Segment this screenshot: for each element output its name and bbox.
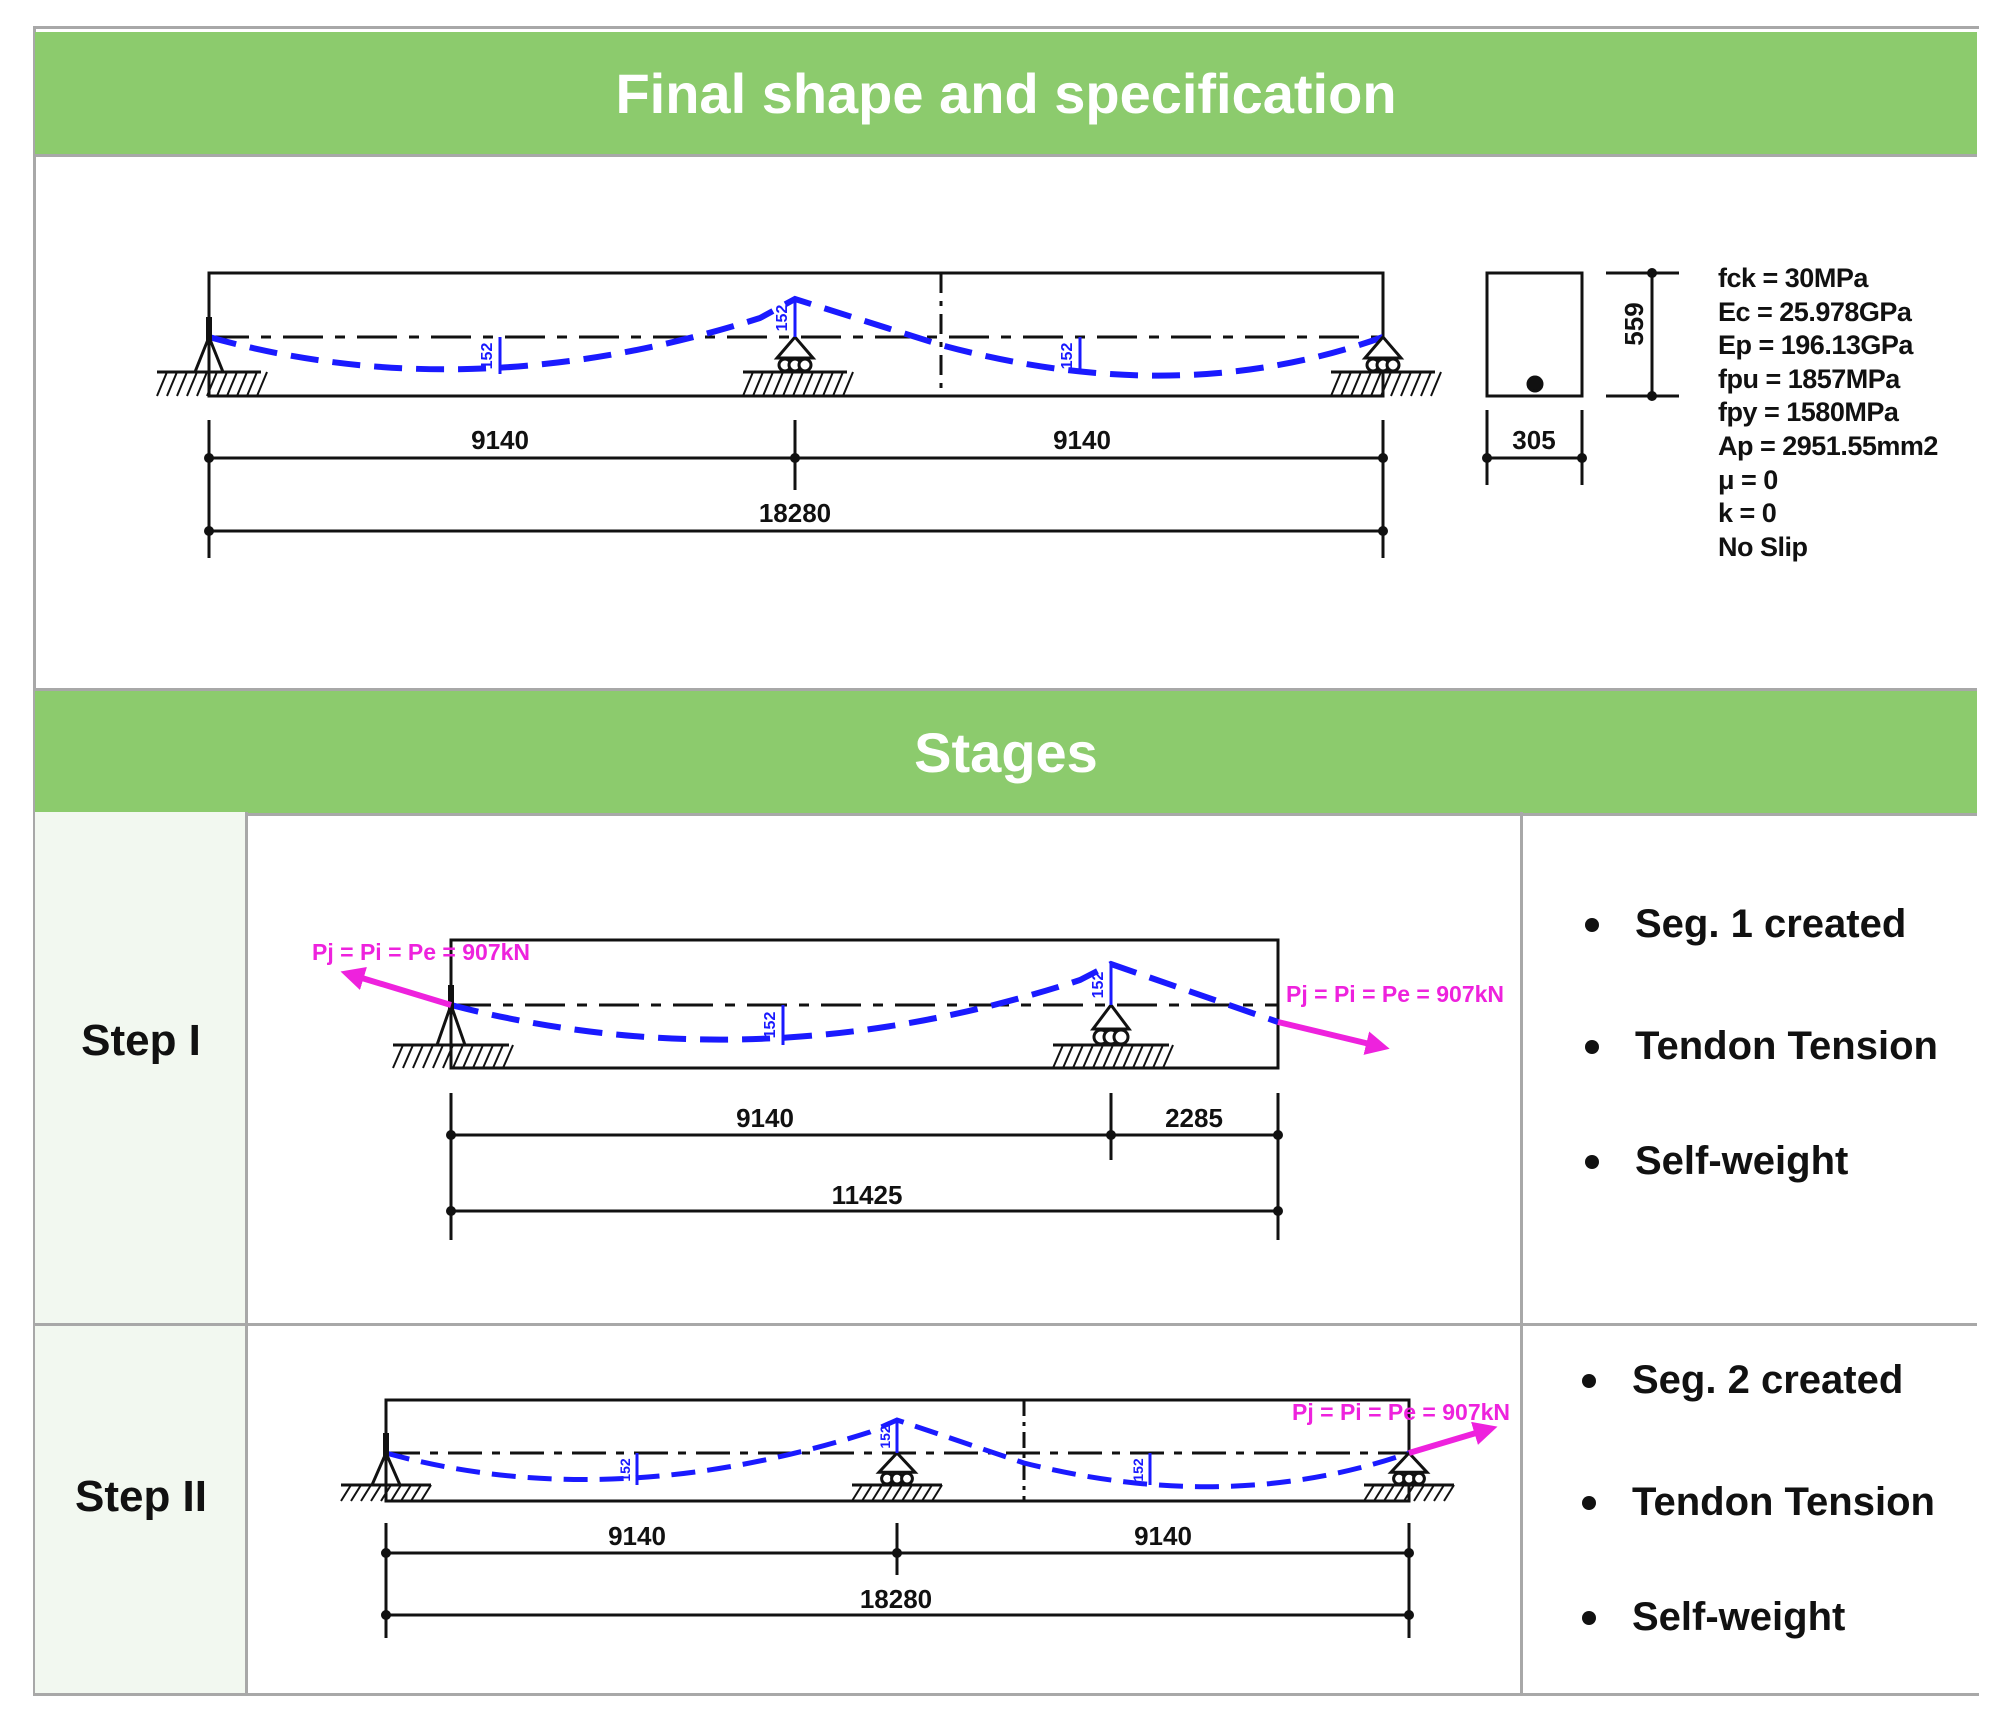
roller-support-icon [742,334,854,397]
step2-label-cell [35,1323,248,1693]
step1-item-label: Tendon Tension [1635,1024,1938,1068]
dim-span2: 2285 [1165,1103,1223,1133]
force-label-right: Pj = Pi = Pe = 907kN [1286,981,1504,1007]
step2-label: Step II [74,1472,208,1521]
bullet-icon [1582,1495,1596,1510]
step1-item: Tendon Tension [1585,1024,1938,1069]
spec-fpu: fpu = 1857MPa [1718,363,1900,394]
supports [340,1433,1455,1502]
eccentricity-label: 152 [479,343,496,370]
step2-item-label: Self-weight [1632,1595,1846,1639]
tendon-profile [385,1417,1410,1490]
force-label-right: Pj = Pi = Pe = 907kN [1292,1399,1510,1425]
force-arrow-right [1277,1019,1390,1055]
eccentricity-label: 152 [1090,972,1107,999]
step2-beam-diagram [340,1398,1498,1638]
step2-item: Self-weight [1582,1595,1846,1640]
dim-span2: 9140 [1053,425,1111,455]
dim-span1: 9140 [736,1103,794,1133]
dim-total: 11425 [832,1180,903,1210]
eccentricity-label: 152 [877,1425,893,1449]
spec-ep: Ep = 196.13GPa [1718,330,1913,361]
page-frame [33,26,1979,1696]
dim-span1: 9140 [471,425,529,455]
roller-support-icon [1363,1450,1455,1502]
pin-support-icon [340,1433,432,1502]
stages-header: Stages [35,688,1977,816]
spec-fck: fck = 30MPa [1718,263,1868,293]
dim-span1: 9140 [608,1521,666,1551]
tendon-profile [208,295,1385,379]
dimension-lines [204,420,1388,558]
eccentricity-label: 152 [1130,1458,1146,1482]
roller-support-icon [1052,1002,1174,1069]
eccentricity-markers [498,299,1082,374]
step2-item: Tendon Tension [1582,1480,1935,1525]
column-divider [1520,812,1523,1693]
force-arrow-right [1408,1421,1498,1456]
dim-span2: 9140 [1134,1521,1192,1551]
roller-support-icon [851,1450,943,1502]
spec-mu: μ = 0 [1718,464,1778,495]
bullet-icon [1585,917,1599,932]
supports [156,317,1442,397]
pin-support-icon [392,985,514,1069]
stages-title: Stages [914,720,1098,784]
step1-label: Step I [81,1016,201,1065]
final-shape-title: Final shape and specification [615,61,1397,125]
eccentricity-label: 152 [774,305,791,332]
step1-item: Seg. 1 created [1585,902,1907,947]
dim-total: 18280 [759,498,831,528]
section-width: 305 [1512,425,1555,455]
spec-ec: Ec = 25.978GPa [1718,296,1912,327]
spec-fpy: fpy = 1580MPa [1718,397,1899,428]
step2-item-label: Seg. 2 created [1632,1358,1904,1402]
step2-item: Seg. 2 created [1582,1358,1904,1403]
bullet-icon [1582,1610,1596,1625]
final-beam-diagram [156,271,1442,558]
bullet-icon [1585,1154,1599,1169]
bullet-icon [1585,1039,1599,1054]
tendon-dot [1526,375,1544,393]
dimension-lines [381,1523,1414,1638]
dim-total: 18280 [860,1584,932,1614]
roller-support-icon [1330,334,1442,397]
spec-ap: Ap = 2951.55mm2 [1718,430,1938,461]
bullet-icon [1582,1373,1596,1388]
eccentricity-label: 152 [617,1458,633,1482]
force-label-left: Pj = Pi = Pe = 907kN [312,939,530,965]
section-outline [1485,271,1584,398]
row-divider [248,1323,1977,1326]
section-height: 559 [1619,302,1649,345]
eccentricity-label: 152 [1059,343,1076,370]
spec-list: fck = 30MPa Ec = 25.978GPa Ep = 196.13GP… [1718,262,1938,564]
step1-item: Self-weight [1585,1139,1849,1184]
dimension-lines [446,1093,1283,1240]
spec-slip: No Slip [1718,531,1808,562]
step1-item-label: Seg. 1 created [1635,902,1907,946]
spec-k: k = 0 [1718,498,1777,529]
cross-section [1482,268,1679,485]
pin-support-icon [156,317,268,397]
step1-item-label: Self-weight [1635,1139,1849,1183]
step1-label-cell [35,812,248,1323]
tendon-profile [450,960,1279,1043]
final-shape-header: Final shape and specification [35,32,1977,157]
step2-item-label: Tendon Tension [1632,1480,1935,1524]
step1-beam-diagram [340,938,1390,1240]
force-arrow-left [340,966,452,1008]
eccentricity-label: 152 [762,1012,779,1039]
